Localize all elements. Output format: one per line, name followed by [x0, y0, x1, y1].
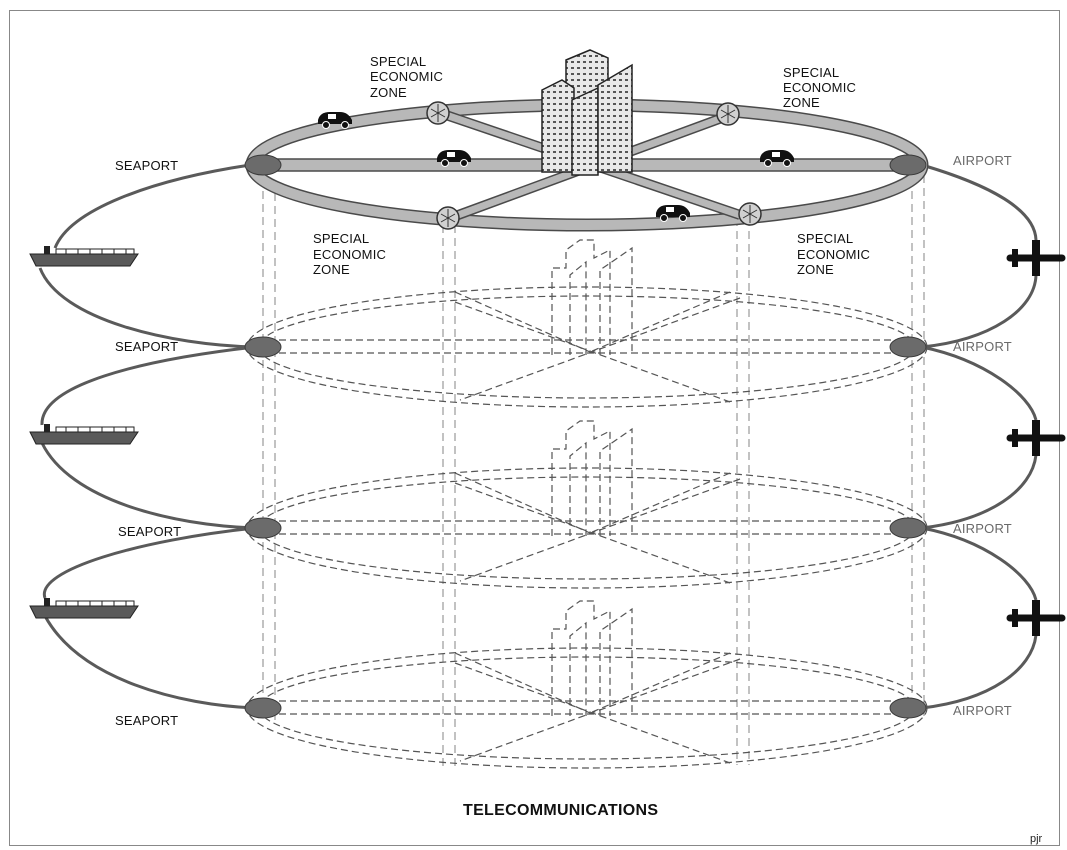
- sez-line: SPECIAL: [797, 231, 853, 246]
- car-icon: [437, 150, 471, 167]
- author-credit: pjr: [1030, 833, 1043, 845]
- sez-line: ZONE: [370, 85, 407, 100]
- sez-line: ZONE: [313, 262, 350, 277]
- seaport-label: SEAPORT: [115, 339, 178, 354]
- sez-line: ECONOMIC: [783, 80, 856, 95]
- car-icon: [318, 112, 352, 129]
- airport-label: AIRPORT: [953, 521, 1012, 536]
- ship-icon: [29, 246, 139, 267]
- sez-label-top-left: SPECIAL ECONOMIC ZONE: [370, 54, 443, 100]
- skyscraper-icon: [541, 49, 633, 176]
- ship-icon: [29, 424, 139, 445]
- airport-nodes: [889, 154, 927, 719]
- dashed-layer-4: [246, 600, 928, 769]
- seaport-links: [38, 163, 256, 710]
- airport-label: AIRPORT: [953, 339, 1012, 354]
- hub-icon: [738, 202, 762, 226]
- sez-line: ZONE: [797, 262, 834, 277]
- sez-line: ECONOMIC: [797, 247, 870, 262]
- vertical-connectors: [262, 165, 925, 770]
- airplane-icon: [1006, 600, 1066, 636]
- airplane-icon: [1006, 420, 1066, 456]
- sez-label-bottom-left: SPECIAL ECONOMIC ZONE: [313, 231, 386, 277]
- seaport-label: SEAPORT: [115, 713, 178, 728]
- car-icon: [656, 205, 690, 222]
- diagram-title: TELECOMMUNICATIONS: [463, 802, 658, 819]
- dashed-layer-3: [246, 420, 928, 589]
- seaport-label: SEAPORT: [118, 524, 181, 539]
- airport-label: AIRPORT: [953, 703, 1012, 718]
- hub-icon: [716, 102, 740, 126]
- car-icon: [760, 150, 794, 167]
- ship-icon: [29, 598, 139, 619]
- seaport-nodes: [244, 154, 282, 719]
- airport-label: AIRPORT: [953, 153, 1012, 168]
- hub-icon: [426, 101, 450, 125]
- sez-line: SPECIAL: [313, 231, 369, 246]
- hub-icon: [436, 206, 460, 230]
- airplane-icon: [1006, 240, 1066, 276]
- airport-links: [921, 163, 1038, 710]
- frame: [9, 10, 1060, 846]
- sez-label-bottom-right: SPECIAL ECONOMIC ZONE: [797, 231, 870, 277]
- sez-line: ECONOMIC: [370, 69, 443, 84]
- sez-line: ECONOMIC: [313, 247, 386, 262]
- sez-label-top-right: SPECIAL ECONOMIC ZONE: [783, 65, 856, 110]
- sez-line: ZONE: [783, 95, 820, 110]
- sez-line: SPECIAL: [370, 54, 426, 69]
- seaport-label: SEAPORT: [115, 158, 178, 173]
- sez-line: SPECIAL: [783, 65, 839, 80]
